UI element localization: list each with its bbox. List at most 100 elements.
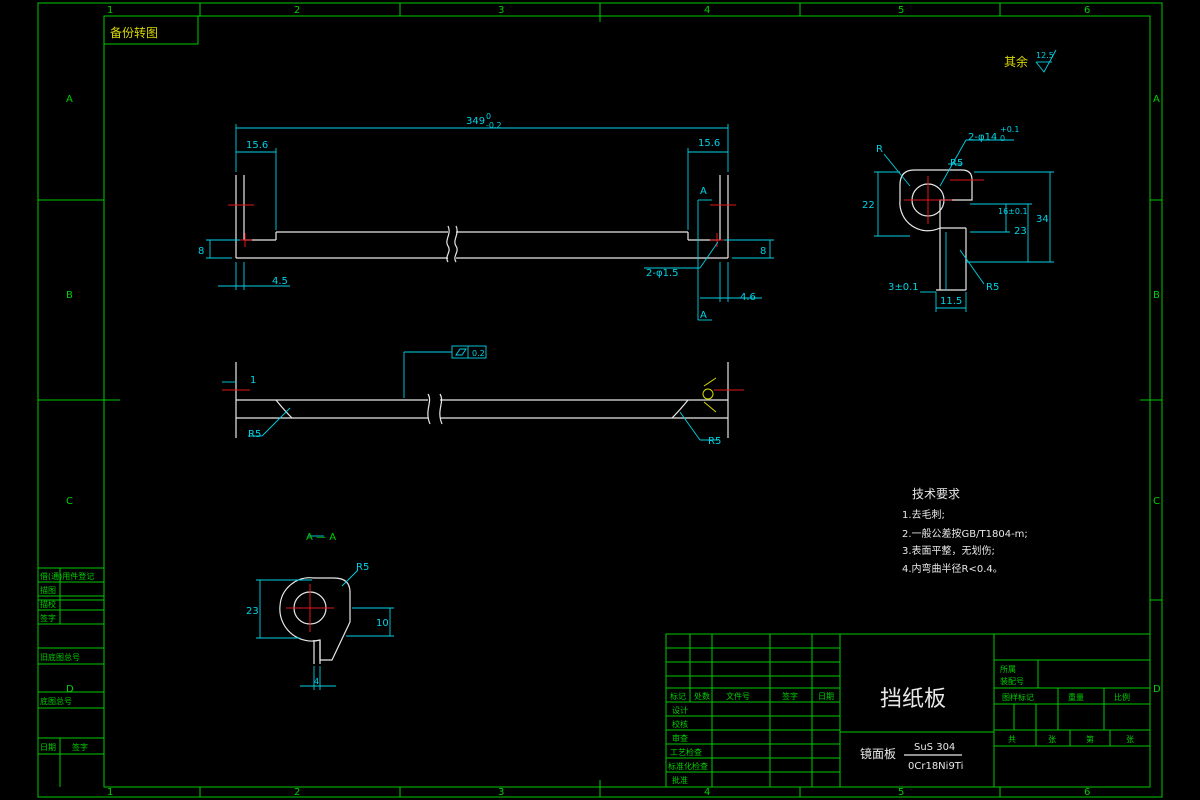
tech-req-item-4: 4.内弯曲半径R<0.4。 bbox=[902, 562, 1003, 575]
tech-req-item-3: 3.表面平整，无划伤; bbox=[902, 544, 995, 557]
sheet-index-label: 第 bbox=[1086, 734, 1094, 744]
section-mark-top: A bbox=[700, 186, 707, 197]
front-view bbox=[206, 124, 774, 321]
side-radius-label: R bbox=[876, 144, 883, 155]
stage-header-scale: 比例 bbox=[1114, 692, 1130, 702]
row-label-a: A bbox=[66, 94, 73, 105]
material-top: SuS 304 bbox=[914, 742, 955, 753]
tech-req-item-2: 2.一般公差按GB/T1804-m; bbox=[902, 527, 1028, 540]
col-label-2-bottom: 2 bbox=[294, 787, 300, 798]
col-label-5: 5 bbox=[898, 5, 904, 16]
tech-req-title: 技术要求 bbox=[912, 487, 960, 501]
side-radius-r5: R5 bbox=[950, 158, 963, 169]
stamp-label-miaotu: 描图 bbox=[40, 585, 56, 595]
sheet-total-label: 共 bbox=[1008, 735, 1016, 744]
section-height-10: 10 bbox=[376, 618, 389, 629]
sign-header-date: 日期 bbox=[818, 692, 834, 701]
radius-left: R5 bbox=[248, 429, 261, 440]
sign-header-count: 处数 bbox=[694, 691, 710, 701]
section-mark-bottom: A bbox=[700, 310, 707, 321]
row-label-c: C bbox=[66, 496, 73, 507]
finish-label: 镜面板 bbox=[860, 746, 896, 761]
dim-right-end: 15.6 bbox=[698, 138, 720, 149]
stamp-label-miaojiao: 描校 bbox=[40, 599, 56, 609]
row-label-a-right: A bbox=[1153, 94, 1160, 105]
dim-overall-tol-lower: -0.2 bbox=[486, 121, 502, 130]
dim-overall: 349 bbox=[466, 116, 485, 127]
col-label-2: 2 bbox=[294, 5, 300, 16]
sheet-index-unit: 张 bbox=[1126, 735, 1134, 744]
roughness-symbol bbox=[1035, 49, 1057, 73]
sign-header-mark: 标记 bbox=[670, 691, 686, 701]
role-approve: 批准 bbox=[672, 775, 688, 785]
role-process: 工艺检查 bbox=[670, 747, 702, 757]
dim-left-offset: 4.5 bbox=[272, 276, 288, 287]
tech-req-item-1: 1.去毛刺; bbox=[902, 509, 945, 521]
side-height-23: 23 bbox=[1014, 226, 1027, 237]
assembly-label: 装配号 bbox=[1000, 676, 1024, 686]
col-label-3: 3 bbox=[498, 5, 504, 16]
side-width-3: 3±0.1 bbox=[888, 282, 919, 293]
material-bottom: 0Cr18Ni9Ti bbox=[908, 761, 963, 772]
side-height-34: 34 bbox=[1036, 214, 1049, 225]
stamp-label-extra-1: 借(通)用件登记 bbox=[40, 571, 94, 581]
section-view bbox=[256, 535, 394, 690]
dim-thickness: 1 bbox=[250, 375, 256, 386]
col-label-6: 6 bbox=[1084, 5, 1090, 16]
stage-header-marks: 图样标记 bbox=[1002, 692, 1034, 702]
section-title: A — A bbox=[306, 532, 336, 543]
row-label-d-right: D bbox=[1153, 684, 1161, 695]
col-label-1: 1 bbox=[107, 5, 113, 16]
row-label-c-right: C bbox=[1153, 496, 1160, 507]
row-label-d: D bbox=[66, 684, 74, 695]
row-label-b: B bbox=[66, 290, 73, 301]
col-label-4: 4 bbox=[704, 5, 710, 16]
role-review: 审查 bbox=[672, 733, 688, 743]
stamp-label-sign: 签字 bbox=[72, 742, 88, 752]
left-stamp-table bbox=[38, 567, 104, 787]
row-label-b-right: B bbox=[1153, 290, 1160, 301]
sheet-frame bbox=[37, 2, 1163, 798]
dim-right-height: 8 bbox=[760, 246, 766, 257]
side-view bbox=[874, 139, 1054, 312]
roughness-label: 其余 bbox=[1004, 54, 1028, 69]
section-radius: R5 bbox=[356, 562, 369, 573]
sign-header-doc: 文件号 bbox=[726, 691, 750, 701]
col-label-5-bottom: 5 bbox=[898, 787, 904, 798]
role-standard: 标准化检查 bbox=[668, 761, 708, 771]
dim-left-height: 8 bbox=[198, 246, 204, 257]
side-holes-tol-upper: +0.1 bbox=[1000, 125, 1019, 134]
corner-label: 备份转图 bbox=[110, 25, 158, 40]
radius-right: R5 bbox=[708, 436, 721, 447]
roughness-value: 12.5 bbox=[1036, 51, 1054, 60]
sign-header-signature: 签字 bbox=[782, 691, 798, 701]
dim-left-end: 15.6 bbox=[246, 140, 268, 151]
col-label-3-bottom: 3 bbox=[498, 787, 504, 798]
flatness-tolerance: 0.2 bbox=[472, 349, 485, 358]
role-check: 校核 bbox=[672, 719, 688, 729]
role-design: 设计 bbox=[672, 705, 688, 715]
col-label-4-bottom: 4 bbox=[704, 787, 710, 798]
stamp-label-extra-2: 签字 bbox=[40, 613, 56, 623]
side-width-11-5: 11.5 bbox=[940, 296, 962, 307]
side-holes-tol-lower: 0 bbox=[1000, 134, 1005, 143]
col-label-1-bottom: 1 bbox=[107, 787, 113, 798]
top-view bbox=[222, 345, 744, 441]
dim-right-offset: 4.6 bbox=[740, 292, 756, 303]
stamp-label-date: 日期 bbox=[40, 743, 56, 752]
section-height-23: 23 bbox=[246, 606, 259, 617]
side-holes-note: 2-φ14 bbox=[968, 132, 997, 143]
stamp-label-old-no: 旧底图总号 bbox=[40, 652, 80, 662]
title-block bbox=[665, 633, 1151, 788]
side-slot-dim: 16±0.1 bbox=[998, 207, 1028, 216]
dim-overall-tol-upper: 0 bbox=[486, 112, 491, 121]
stamp-label-base-no: 底图总号 bbox=[40, 696, 72, 706]
side-height-22: 22 bbox=[862, 200, 875, 211]
hole-note: 2-φ1.5 bbox=[646, 268, 678, 279]
part-name: 挡纸板 bbox=[880, 687, 946, 712]
col-label-6-bottom: 6 bbox=[1084, 787, 1090, 798]
stage-header-weight: 重量 bbox=[1068, 692, 1084, 702]
sheet-total-unit: 张 bbox=[1048, 735, 1056, 744]
owner-label: 所属 bbox=[1000, 664, 1016, 674]
